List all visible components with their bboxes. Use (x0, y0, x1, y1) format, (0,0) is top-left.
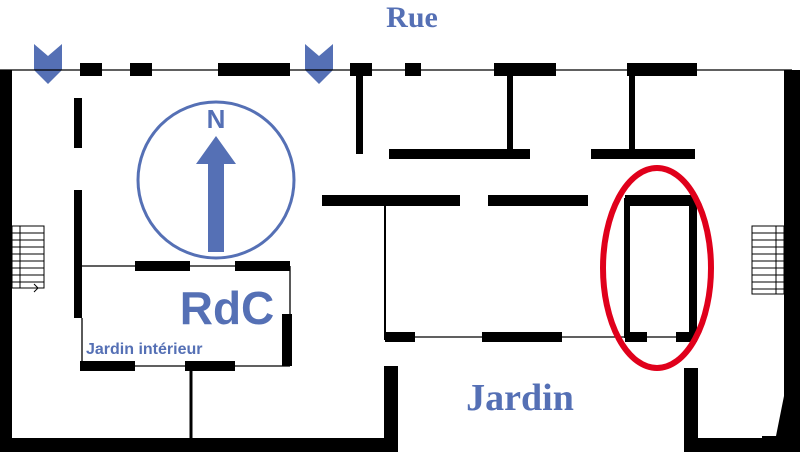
stairs-icon (11, 225, 45, 293)
street-label: Rue (386, 1, 438, 34)
interior-walls (74, 76, 697, 438)
inner-garden-label: Jardin intérieur (86, 341, 202, 358)
entrance-arrow-icon (34, 44, 62, 84)
highlight-ellipse (600, 165, 714, 371)
outer-walls (0, 70, 800, 452)
entrance-arrow-icon (305, 44, 333, 84)
north-compass-icon (136, 100, 296, 260)
street-facade (0, 63, 792, 76)
stairs-icon (751, 225, 785, 295)
north-label: N (207, 104, 226, 134)
ground-floor-label: RdC (180, 282, 275, 334)
garden-label: Jardin (466, 377, 574, 419)
